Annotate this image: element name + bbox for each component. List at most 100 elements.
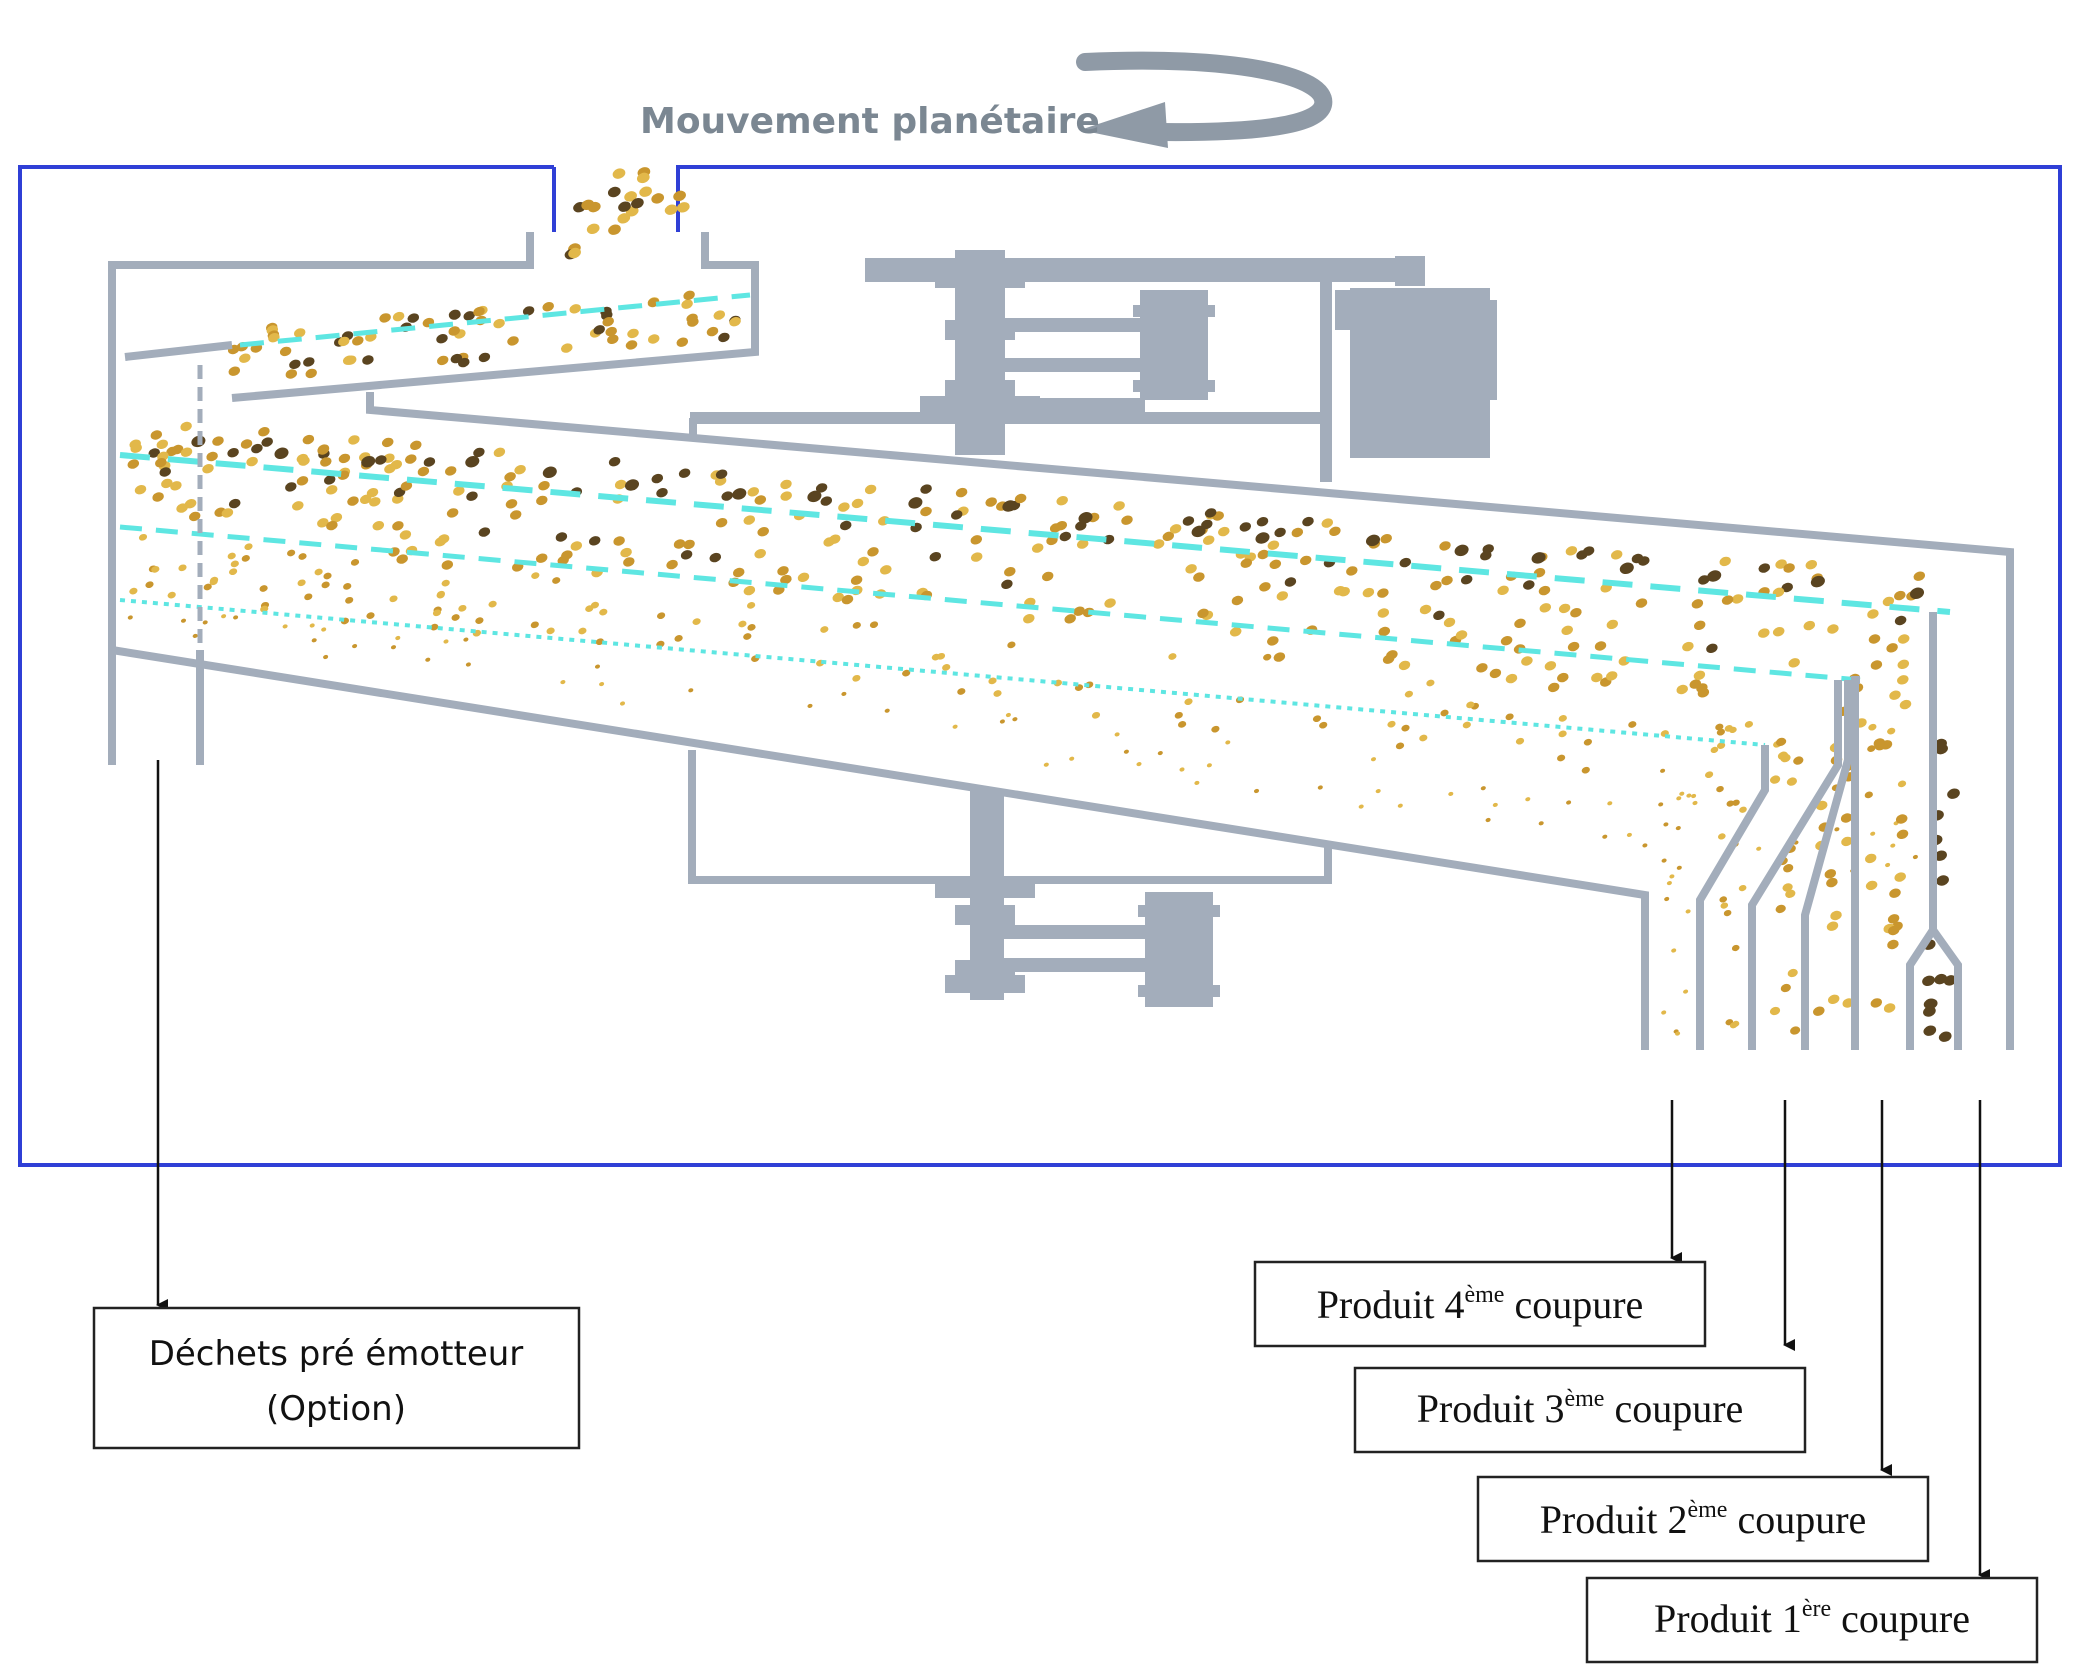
grain-particle: [1865, 880, 1878, 891]
grain-particle: [260, 605, 269, 613]
grain-particle: [323, 475, 336, 485]
grain-particle: [1744, 721, 1753, 728]
grain-particle: [1001, 579, 1013, 589]
grain-particle: [602, 317, 614, 327]
product-4-prefix: Produit 4: [1317, 1282, 1465, 1327]
grain-particle: [395, 635, 401, 641]
grain-particle: [612, 168, 626, 179]
product-4-sup: ème: [1464, 1282, 1504, 1308]
grain-particle: [134, 485, 147, 495]
grain-particle: [1738, 884, 1747, 892]
grain-particle: [202, 464, 214, 474]
grain-particle: [1002, 500, 1017, 512]
grain-particle: [1790, 1026, 1801, 1035]
grain-particle: [293, 328, 306, 338]
grain-particle: [1302, 516, 1314, 527]
grain-particle: [507, 336, 519, 346]
grain-particle: [1827, 624, 1839, 634]
grain-particle: [1883, 1003, 1896, 1013]
grain-particle: [1841, 836, 1853, 847]
grain-particle: [920, 506, 932, 517]
grain-particle: [151, 566, 160, 573]
grain-particle: [1619, 562, 1634, 575]
grain-particle: [1525, 797, 1531, 802]
grain-particle: [588, 536, 601, 546]
grain-particle: [688, 688, 694, 693]
grain-particle: [1123, 749, 1129, 754]
grain-particle: [451, 614, 460, 621]
grain-particle: [851, 498, 864, 509]
grain-particle: [1312, 715, 1322, 723]
grain-particle: [841, 594, 854, 605]
grain-particle: [850, 575, 863, 585]
grain-particle: [605, 326, 617, 337]
grain-particle: [1661, 858, 1667, 863]
grain-particle: [1606, 619, 1619, 630]
product-box-4: Produit 4ème coupure: [1253, 1260, 1707, 1348]
grain-particle: [430, 623, 439, 631]
grain-particle: [867, 547, 879, 557]
grain-particle: [1864, 791, 1873, 799]
grain-particle: [343, 583, 352, 590]
grain-particle: [261, 437, 273, 447]
grain-particle: [709, 552, 722, 563]
grain-particle: [375, 455, 387, 465]
grain-particle: [450, 353, 463, 364]
upper-drive-struts: [689, 418, 1329, 482]
grain-particle: [828, 534, 841, 544]
grain-particle: [240, 439, 253, 449]
grain-particle: [478, 352, 491, 363]
grain-particle: [1805, 560, 1818, 570]
grain-particle: [298, 553, 307, 560]
grain-particle: [557, 555, 569, 566]
grain-particle: [188, 511, 201, 522]
grain-particle: [348, 435, 360, 445]
grain-particle: [531, 572, 540, 579]
grain-particle: [687, 317, 699, 327]
grain-particle: [1399, 557, 1412, 568]
grain-particle: [1480, 786, 1486, 791]
grain-particle: [1675, 826, 1681, 831]
grain-particle: [1787, 968, 1798, 978]
grain-particle: [274, 447, 289, 460]
grain-particle: [1867, 745, 1876, 752]
product-3-prefix: Produit 3: [1417, 1386, 1565, 1431]
grain-particle: [620, 547, 632, 558]
grain-particle: [1073, 606, 1085, 616]
grain-particle: [152, 492, 164, 502]
grain-particle: [1868, 723, 1877, 731]
grain-particle: [159, 467, 171, 477]
grain-particle: [1675, 1031, 1681, 1036]
grain-particle: [852, 674, 861, 682]
product-2-sup: ème: [1687, 1497, 1727, 1523]
grain-particle: [1909, 587, 1925, 600]
waste-line-2: (Option): [266, 1389, 406, 1429]
grain-particle: [330, 513, 343, 523]
grain-particle: [1505, 673, 1518, 684]
grain-particle: [463, 311, 475, 321]
grain-particle: [228, 366, 241, 376]
grain-particle: [1531, 552, 1546, 564]
grain-particle: [1023, 614, 1035, 624]
grain-particle: [127, 459, 140, 469]
svg-text:Produit 2ème coupure: Produit 2ème coupure: [1540, 1497, 1867, 1542]
grain-particle: [381, 437, 394, 448]
grain-particle: [1558, 730, 1567, 738]
grain-particle: [279, 346, 292, 357]
grain-particle: [1716, 728, 1725, 736]
grain-particle: [311, 638, 317, 643]
grain-particle: [522, 306, 535, 316]
grain-particle: [1476, 663, 1488, 673]
grain-particle: [743, 585, 756, 596]
grain-particle: [1827, 994, 1840, 1004]
grain-particle: [1669, 874, 1675, 879]
grain-particle: [608, 457, 621, 467]
grain-particle: [1731, 594, 1744, 604]
grain-particle: [1078, 512, 1093, 524]
grain-particle: [317, 444, 330, 454]
grain-particle: [754, 495, 767, 505]
grain-particle: [841, 691, 847, 696]
grain-particle: [323, 654, 329, 660]
grain-particle: [366, 612, 375, 619]
grain-particle: [607, 186, 621, 198]
